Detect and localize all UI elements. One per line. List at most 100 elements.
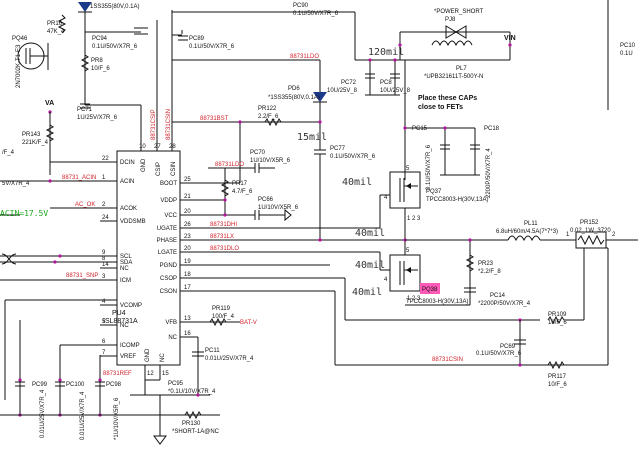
net-vref: 88731REF	[103, 371, 132, 377]
pin-name-right: LGATE	[158, 250, 177, 256]
pq37-mosfet[interactable]: 4 5 1 2 3 PQ37 TPCC8003-H(30V,13A)	[384, 166, 488, 255]
pd6-ref: PD6	[288, 86, 300, 92]
pin-num-right: 20	[184, 209, 191, 215]
pc90-capacitor[interactable]: PC90 0.1U/50V/X7R_6	[172, 3, 355, 17]
pr130-ref: PR130	[182, 421, 201, 427]
pc71-capacitor[interactable]: PC71 1U/25V/X7R_6	[77, 103, 141, 121]
pin-num-10: 10	[139, 144, 146, 150]
charger-ic-pu4[interactable]: PU4 ISL88731A	[103, 150, 181, 366]
pq46-mosfet[interactable]: PQ46 2N7002K-T1-E3	[12, 36, 49, 88]
pr109-resistor[interactable]: PR109 10/F_6	[518, 312, 584, 326]
pc18-value: 2200P/50V/X7R_4	[486, 148, 492, 198]
pc77-capacitor[interactable]: PC77 0.1U/50V/X7R_6	[314, 146, 376, 176]
va-label: VA	[45, 100, 54, 175]
pc11-value: 0.01U/25V/X7R_4	[205, 356, 254, 362]
pr16-resistor[interactable]: PR16 47K_4	[47, 14, 67, 35]
pin-name-right: CSON	[160, 289, 177, 295]
pr122-resistor[interactable]: PR122 2.2/F_6 88731BST	[172, 102, 322, 150]
note-line-1: Place these CAPs	[418, 95, 477, 102]
pr143-resistor[interactable]: PR143 221K/F_4 /F_4	[2, 124, 55, 156]
pr152-resistor[interactable]: PR152 0.02_1W_3720 2 1	[566, 220, 638, 365]
pin-num-right: 19	[184, 259, 191, 265]
pr152-ref: PR152	[580, 220, 599, 226]
diode-icon	[313, 92, 327, 102]
pr119-ref: PR119	[212, 306, 231, 312]
pc10-capacitor[interactable]: PC10 0.1U	[607, 0, 636, 110]
pr117-resistor[interactable]: PR117 10/F_6	[547, 360, 567, 388]
pr23-ref: PR23	[478, 261, 494, 267]
smbus-nets: 88731_SNP	[0, 253, 117, 400]
svg-text:5: 5	[406, 248, 410, 254]
pr152-value: 0.02_1W_3720	[570, 228, 611, 234]
pin-name-right: VDDP	[160, 198, 177, 204]
trace-width-40mil-d: 40mil	[352, 287, 382, 298]
pc72-ref: PC72	[341, 80, 357, 86]
pc94-capacitor[interactable]: PC94 0.1U/50V/X7R_6	[85, 27, 148, 50]
svg-text:5: 5	[406, 166, 410, 172]
pc66-capacitor[interactable]: PC66 1U/10V/X5R_6	[180, 197, 299, 222]
pr130-resistor[interactable]: PR130 *SHORT-1A@NC	[160, 410, 220, 435]
net-ldo-mid: 88731LDO	[215, 162, 244, 168]
pin-name-csip: CSIP	[156, 162, 162, 176]
pr8-resistor[interactable]: PR8 10/F_6	[80, 30, 110, 105]
pc94-value: 0.1U/50V/X7R_6	[92, 44, 138, 50]
pin-num-15: 15	[162, 371, 169, 377]
pin-name-right: BOOT	[160, 181, 177, 187]
svg-text:1 2 3: 1 2 3	[407, 216, 421, 222]
pc72-value: 10U/25V_8	[327, 88, 358, 94]
pin-num-right: 18	[184, 272, 191, 278]
pc72-pc8-capacitors[interactable]: PC72 10U/25V_8 PC8 10U/25V_8	[327, 58, 411, 96]
net-bst: 88731BST	[200, 116, 229, 122]
pin-name-left: ACIN	[120, 179, 134, 185]
boot-area	[180, 120, 242, 184]
pr17-resistor[interactable]: PR17 4.7/F_6	[180, 168, 253, 215]
svg-text:1 2 3: 1 2 3	[407, 296, 421, 302]
pin-num-left: 24	[102, 215, 109, 221]
pin-name-left: SDA	[120, 260, 132, 266]
ic-body	[116, 150, 181, 366]
pr130-value: *SHORT-1A@NC	[172, 429, 220, 435]
pl11-inductor[interactable]: PL11 6.8uH/60m/4.5A(7*7*3)	[405, 221, 576, 242]
pc89-capacitor[interactable]: PC89 0.1U/50V/X7R_6	[172, 30, 235, 50]
pc99-value: 0.01U/25V/X7R_4	[40, 389, 46, 438]
pl11-value: 6.8uH/60m/4.5A(7*7*3)	[496, 229, 558, 235]
pc10-ref: PC10	[620, 43, 636, 49]
pj8-value: *POWER_SHORT	[434, 9, 484, 15]
pl7-ref: PL7	[456, 66, 467, 72]
pj8-jumper[interactable]: *POWER_SHORT PJ8	[434, 9, 484, 39]
pin-num-left: 6	[102, 339, 106, 345]
pr119-resistor[interactable]: PR119 100/F_4 BAT-V	[180, 306, 257, 327]
pc95-value: *0.1U/10V/X7R_4	[168, 389, 216, 395]
net-dlo: 88731DLO	[210, 246, 239, 252]
pd6-diode[interactable]: PD6 *1SS355(80V,0.1A)	[268, 85, 327, 103]
pr23-resistor[interactable]: PR23 *2.2/F_8	[465, 238, 501, 300]
pc15-ref: PC15	[412, 126, 428, 132]
pin-num-right: 25	[184, 177, 191, 183]
bottom-left-caps[interactable]: PC99 PC100 PC98 0.01U/25V/X7R_4 0.01U/25…	[0, 320, 160, 440]
pin-name-left: ICM	[120, 278, 131, 284]
pc94-ref: PC94	[92, 36, 108, 42]
pin-num-28: 28	[169, 144, 176, 150]
pin-num-left: 8	[102, 256, 106, 262]
pc95-capacitor[interactable]: PC95 *0.1U/10V/X7R_4	[168, 381, 216, 395]
pin-num-right: 16	[184, 331, 191, 337]
pq38-mosfet[interactable]: 5 4 1 2 3 PQ38 TPCC8003-H(30V,13A)	[384, 248, 468, 305]
pc89-ref: PC89	[189, 36, 205, 42]
pc11-capacitor[interactable]: PC11 0.01U/25V/X7R_4	[180, 336, 254, 397]
pr143-ref: PR143	[22, 132, 41, 138]
pc70-value: 1U/10V/X5R_6	[250, 158, 291, 164]
pc15-pc18-capacitors[interactable]: PC15 0.1U/50V/X7R_6 PC18 2200P/50V/X7R_4	[403, 60, 500, 198]
pl7-inductor[interactable]: PL7 *UPB321611T-500Y-N	[424, 40, 483, 80]
pd-top-diode[interactable]: 1SS355(80V,0.1A)	[78, 2, 139, 30]
pin-num-left: 9	[102, 250, 106, 256]
pin-num-right: 21	[184, 194, 191, 200]
pc14-ref: PC14	[490, 293, 506, 299]
pc71-ref: PC71	[77, 107, 93, 113]
pc8-value: 10U/25V_8	[380, 88, 411, 94]
ldo-top-net: 88731LDO	[172, 54, 321, 85]
pq38-value: TPCC8003-H(30V,13A)	[406, 299, 468, 305]
pc14-capacitor[interactable]: PC14 *2200P/50V/X7R_4	[405, 287, 531, 307]
pc69-capacitor[interactable]: PC69 0.1U/50V/X7R_6	[476, 320, 526, 367]
pc70-capacitor[interactable]: 88731LDO PC70 1U/10V/X5R_6	[208, 150, 291, 173]
